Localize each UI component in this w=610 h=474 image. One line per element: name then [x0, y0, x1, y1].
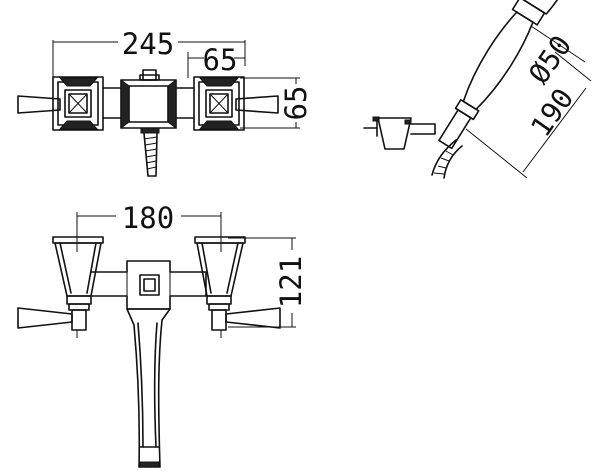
wall-bracket: [363, 116, 436, 150]
shower-hose: [431, 139, 463, 179]
hose-plan: [143, 132, 158, 177]
right-valve-body: [194, 236, 246, 311]
left-valve-body: [52, 236, 104, 311]
dimension-190-label: 190: [524, 82, 580, 142]
dimension-180: 180: [76, 201, 222, 247]
spout: [126, 308, 171, 468]
dimension-65-side-label: 65: [279, 86, 313, 121]
dimension-121-label: 121: [274, 256, 308, 308]
left-lever: [17, 95, 61, 114]
diameter-leader: [530, 25, 586, 63]
left-handle-plan: [52, 76, 104, 131]
central-body-plan: [120, 69, 177, 134]
length-leader-bottom: [465, 128, 528, 179]
dimension-180-label: 180: [122, 201, 174, 235]
shower-handle: [438, 0, 572, 150]
dimension-65-side: 65: [240, 77, 313, 129]
right-handle-plan: [193, 76, 245, 131]
dimension-245: 245: [52, 27, 246, 80]
length-leader-top: [554, 51, 592, 82]
dimension-diameter-label: Ø50: [522, 29, 578, 89]
central-body-front: [90, 260, 207, 310]
front-view: 180 121: [17, 201, 308, 468]
left-connector: [102, 87, 122, 119]
hand-shower-view: Ø50 190: [363, 0, 592, 179]
dimension-121: 121: [228, 237, 308, 328]
dimension-65-top-label: 65: [203, 43, 238, 77]
dimension-245-label: 245: [122, 27, 174, 61]
length-dimension-line: [522, 87, 587, 173]
dimension-65-top: 65: [187, 43, 245, 78]
left-lever-front: [17, 307, 87, 338]
right-lever: [235, 95, 279, 114]
right-lever-front: [211, 307, 281, 338]
right-connector: [175, 87, 195, 119]
top-view: 245 65 65: [17, 27, 313, 177]
